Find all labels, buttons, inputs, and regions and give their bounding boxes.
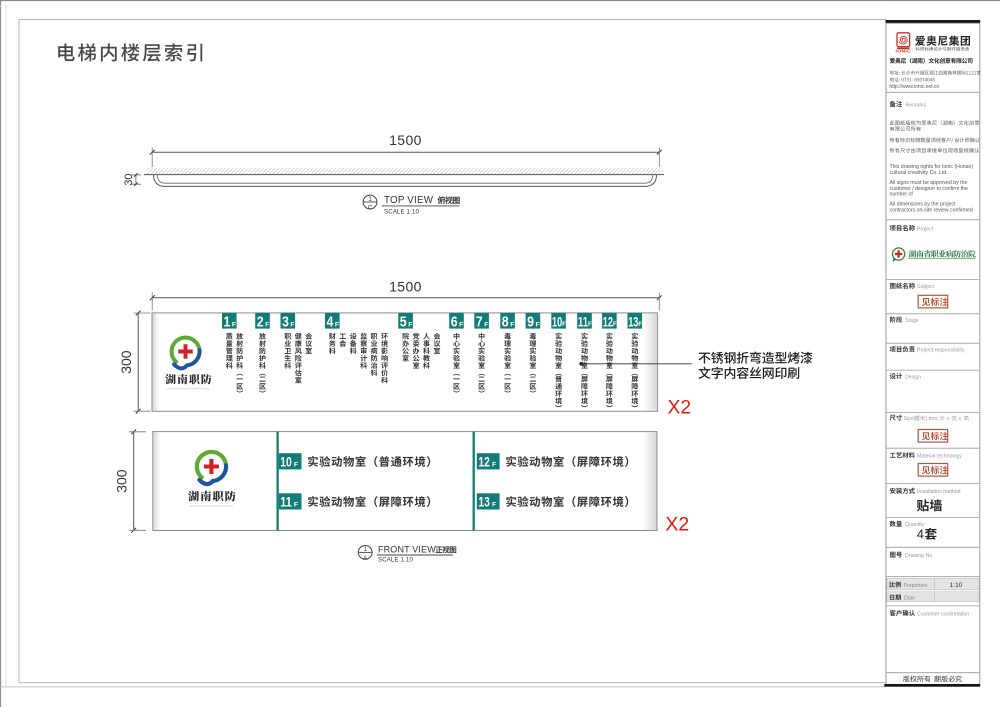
svg-text:A: A (363, 555, 368, 562)
svg-text:1500: 1500 (389, 279, 422, 295)
svg-text:Quantity: Quantity (905, 522, 925, 528)
svg-text:30: 30 (123, 173, 135, 185)
svg-text:10: 10 (280, 454, 292, 470)
svg-text:) mm;: ) mm; (926, 416, 939, 422)
svg-text:TOP VIEW: TOP VIEW (384, 195, 434, 206)
svg-text:12: 12 (478, 454, 490, 470)
svg-text:F: F (492, 502, 496, 509)
svg-text:Project responsibility: Project responsibility (917, 348, 965, 354)
svg-text:contractors on-site review con: contractors on-site review confirmed (890, 208, 973, 214)
svg-text:8: 8 (502, 314, 509, 330)
svg-text:cultural creativity Co. Ltd.: cultural creativity Co. Ltd. (890, 170, 948, 176)
svg-text:1: 1 (224, 314, 231, 330)
svg-text:11: 11 (578, 313, 588, 329)
svg-text:Material technology: Material technology (917, 454, 962, 460)
svg-text:Remarks: Remarks (906, 102, 927, 108)
svg-text:F: F (294, 502, 298, 509)
svg-text:All signs must be approved by: All signs must be approved by the (890, 180, 968, 186)
svg-text:F: F (588, 321, 592, 328)
svg-text:Project: Project (917, 226, 934, 232)
svg-text:Stage: Stage (905, 318, 919, 324)
svg-text:Installation method: Installation method (917, 489, 961, 495)
svg-text:F: F (290, 321, 294, 328)
svg-text:IONIC: IONIC (896, 48, 912, 54)
svg-text:13: 13 (478, 495, 490, 511)
svg-text:F: F (265, 321, 269, 328)
svg-text:SCALE 1.10: SCALE 1.10 (378, 558, 413, 564)
svg-text:Subject: Subject (917, 284, 935, 290)
svg-text:C: C (368, 205, 373, 212)
svg-text:F: F (562, 321, 566, 328)
svg-text:F: F (492, 461, 496, 468)
svg-text:http://www.ionic.net.cn: http://www.ionic.net.cn (890, 84, 940, 90)
svg-text:F: F (510, 321, 514, 328)
svg-text:All dimensions by the project: All dimensions by the project (890, 202, 957, 208)
svg-text:SCALE 1:10: SCALE 1:10 (384, 210, 419, 216)
svg-text:11: 11 (280, 495, 292, 511)
svg-text:F: F (335, 321, 339, 328)
svg-text:F: F (408, 321, 412, 328)
svg-text:Design: Design (905, 374, 921, 380)
svg-text:13: 13 (628, 313, 638, 329)
svg-text:F: F (294, 461, 298, 468)
svg-text:Size(: Size( (904, 416, 916, 422)
svg-text:F: F (459, 321, 463, 328)
svg-text:9: 9 (527, 314, 534, 330)
svg-text:1500: 1500 (389, 132, 422, 148)
svg-text:number of: number of (890, 192, 914, 198)
svg-text:Drawing No: Drawing No (905, 553, 932, 559)
svg-text:1: 1 (368, 196, 372, 203)
svg-text:7: 7 (476, 314, 483, 330)
svg-text:x: x (947, 416, 950, 422)
svg-text:F: F (638, 321, 642, 328)
svg-text:x: x (959, 416, 962, 422)
svg-text:X2: X2 (665, 513, 689, 535)
svg-text:Date: Date (904, 596, 915, 602)
svg-text:X2: X2 (668, 396, 692, 418)
svg-text:Proportion: Proportion (904, 583, 928, 589)
svg-text:300: 300 (118, 350, 134, 374)
svg-text:3: 3 (282, 314, 289, 330)
svg-text:1: 1 (363, 546, 367, 553)
svg-text:F: F (232, 321, 236, 328)
svg-text:FRONT VIEW: FRONT VIEW (378, 545, 436, 555)
svg-text:This drawing rights for Ionic: This drawing rights for Ionic (Hunan) (890, 164, 974, 170)
svg-text:F: F (613, 321, 617, 328)
svg-text:2: 2 (257, 314, 264, 330)
svg-text:F: F (536, 321, 540, 328)
svg-text:4: 4 (917, 527, 924, 542)
svg-text:12: 12 (603, 313, 613, 329)
svg-text:300: 300 (113, 469, 129, 493)
svg-text:4: 4 (327, 314, 335, 330)
svg-text:6: 6 (451, 314, 458, 330)
svg-text:5: 5 (400, 314, 407, 330)
svg-text:Customer confirmation: Customer confirmation (917, 611, 969, 617)
svg-text:1:10: 1:10 (950, 582, 963, 589)
svg-text:customer / designer to confirm: customer / designer to confirm the (890, 186, 969, 192)
svg-text:10: 10 (552, 313, 562, 329)
svg-text:F: F (484, 321, 488, 328)
